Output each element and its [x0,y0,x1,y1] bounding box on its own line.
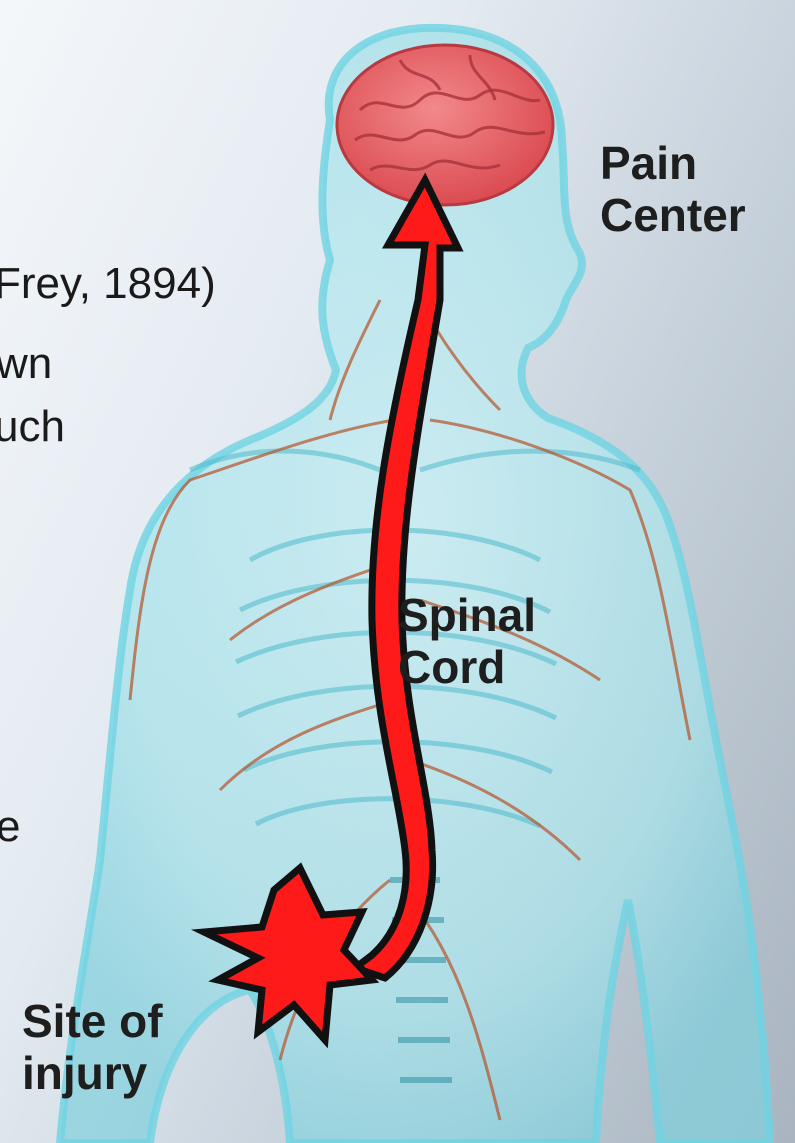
site-of-injury-label-line-2: injury [22,1048,163,1100]
pain-center-label-line-2: Center [600,190,746,242]
brain [337,45,553,205]
site-of-injury-label: Site of injury [22,996,163,1099]
pain-center-label-line-1: Pain [600,138,746,190]
spinal-cord-label-line-1: Spinal [398,590,536,642]
spinal-cord-label-line-2: Cord [398,642,536,694]
pain-center-label: Pain Center [600,138,746,241]
spinal-cord-label: Spinal Cord [398,590,536,693]
site-of-injury-label-line-1: Site of [22,996,163,1048]
